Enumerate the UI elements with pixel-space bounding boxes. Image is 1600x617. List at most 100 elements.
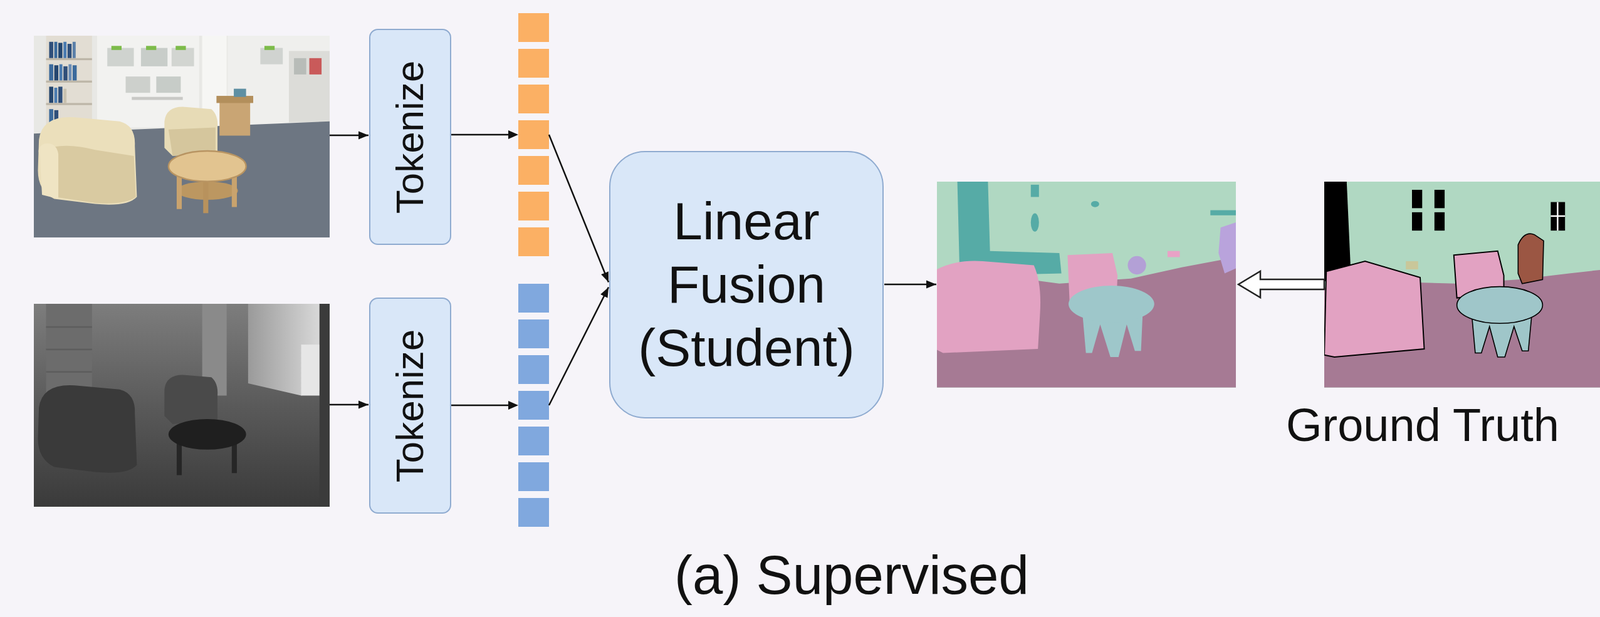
- rgb-tokens-part: [518, 227, 550, 257]
- rgb-photo-part: [288, 50, 330, 123]
- depth-image-part: [248, 303, 320, 397]
- depth-tokens-part: [518, 391, 550, 420]
- supervision-arrow: [1238, 271, 1325, 298]
- predicted-segmentation-part: [1167, 251, 1181, 258]
- depth-tokens: [518, 283, 550, 528]
- ground-truth-segmentation-part: [1550, 202, 1565, 232]
- depth-image-part: [168, 419, 247, 450]
- flow-arrows-part: [329, 134, 369, 137]
- depth-tokens-part: [518, 283, 550, 313]
- predicted-segmentation-part: [1218, 222, 1236, 274]
- depth-tokens-part: [518, 462, 550, 492]
- depth-image-part: [46, 326, 93, 328]
- rgb-photo-part-part: [72, 65, 78, 81]
- depth-image-part: [33, 303, 330, 508]
- depth-tokens-part: [518, 355, 550, 385]
- rgb-photo-part: [46, 41, 93, 126]
- rgb-photo-part-part: [46, 58, 93, 61]
- ground-truth-label: Ground Truth: [1286, 398, 1560, 452]
- rgb-photo-part-part: [58, 86, 63, 103]
- token-arrowheads: [508, 130, 519, 410]
- rgb-photo-part: [219, 100, 251, 136]
- ground-truth-segmentation: [1324, 181, 1600, 388]
- rgb-photo-part-part: [46, 80, 93, 83]
- rgb-photo-part-part: [58, 42, 63, 58]
- ground-truth-segmentation-part: [1411, 212, 1423, 231]
- rgb-photo-part: [156, 76, 181, 93]
- ground-truth-segmentation-part: [1434, 189, 1445, 209]
- rgb-photo-part-part: [72, 41, 76, 59]
- rgb-photo-part: [38, 117, 138, 205]
- box-text: Tokenize: [391, 329, 430, 483]
- rgb-photo-part: [164, 107, 218, 157]
- figure-caption: (a) Supervised: [674, 543, 1030, 607]
- rgb-photo-part: [260, 48, 283, 65]
- predicted-segmentation-part: [1091, 201, 1100, 208]
- predicted-segmentation-part: [1030, 213, 1040, 232]
- depth-image-part: [46, 349, 93, 351]
- depth-image: [33, 303, 330, 508]
- rgb-photo-part: [264, 45, 275, 51]
- rgb-photo-part-part: [48, 64, 54, 81]
- rgb-photo-part-part: [63, 41, 67, 59]
- predicted-segmentation-part: [1030, 184, 1040, 198]
- rgb-photo: [33, 35, 330, 238]
- rgb-tokens: [518, 13, 550, 257]
- ground-truth-segmentation-part: [1411, 189, 1423, 209]
- rgb-tokens-part: [518, 84, 550, 114]
- box-text: Tokenize: [391, 60, 430, 214]
- rgb-photo-part: [107, 48, 134, 67]
- predicted-segmentation-part: [1210, 210, 1236, 216]
- rgb-photo-part: [168, 151, 247, 182]
- rgb-photo-part-part: [54, 41, 58, 59]
- predicted-segmentation-part: [936, 181, 1236, 388]
- ground-truth-segmentation-part: [1457, 287, 1543, 325]
- rgb-photo-part: [233, 88, 247, 98]
- depth-image-part: [319, 303, 330, 508]
- tokenizer-box: Tokenize: [369, 28, 452, 246]
- ground-truth-segmentation-part: [1517, 233, 1544, 284]
- predicted-segmentation-part: [1127, 256, 1146, 275]
- rgb-photo-part-part: [67, 43, 73, 59]
- flow-connector: [451, 287, 609, 407]
- rgb-photo-part-part: [63, 88, 67, 104]
- depth-image-part: [38, 385, 138, 474]
- rgb-photo-part-part: [59, 64, 63, 81]
- rgb-photo-part: [293, 58, 307, 75]
- rgb-photo-part: [141, 48, 168, 67]
- rgb-photo-part: [125, 76, 151, 93]
- rgb-tokens-part: [518, 48, 550, 78]
- depth-image-part: [301, 344, 320, 396]
- depth-tokens-part: [518, 498, 550, 528]
- depth-tokens-part: [518, 319, 550, 349]
- rgb-photo-part: [111, 45, 122, 51]
- rgb-photo-part-part: [48, 41, 54, 59]
- rgb-photo-part: [146, 45, 157, 51]
- rgb-tokens-part: [518, 156, 550, 185]
- flow-arrows-part: [329, 404, 369, 407]
- rgb-tokens-part: [518, 191, 550, 221]
- ground-truth-segmentation-part: [1550, 215, 1565, 217]
- depth-image-part: [164, 375, 218, 425]
- fusion-box: Linear Fusion (Student): [609, 151, 884, 419]
- rgb-photo-part: [33, 35, 330, 238]
- rgb-tokens-part: [518, 120, 550, 150]
- rgb-photo-part: [309, 58, 323, 75]
- rgb-photo-part-part: [46, 102, 93, 105]
- tokenizer-box: Tokenize: [369, 297, 452, 514]
- rgb-photo-part: [171, 48, 195, 67]
- rgb-photo-part-part: [63, 66, 68, 81]
- rgb-photo-part: [38, 143, 59, 199]
- rgb-photo-part-part: [54, 87, 58, 103]
- depth-image-part: [46, 371, 93, 373]
- rgb-photo-part: [216, 95, 254, 103]
- rgb-tokens-part: [518, 13, 550, 42]
- predicted-segmentation-part: [1068, 285, 1155, 323]
- flow-arrows-part: [884, 283, 937, 286]
- rgb-photo-part: [131, 97, 183, 101]
- box-text: Linear Fusion (Student): [610, 189, 883, 380]
- ground-truth-segmentation-part: [1324, 261, 1425, 358]
- rgb-photo-part-part: [54, 65, 59, 81]
- predicted-segmentation-part: [936, 260, 1041, 353]
